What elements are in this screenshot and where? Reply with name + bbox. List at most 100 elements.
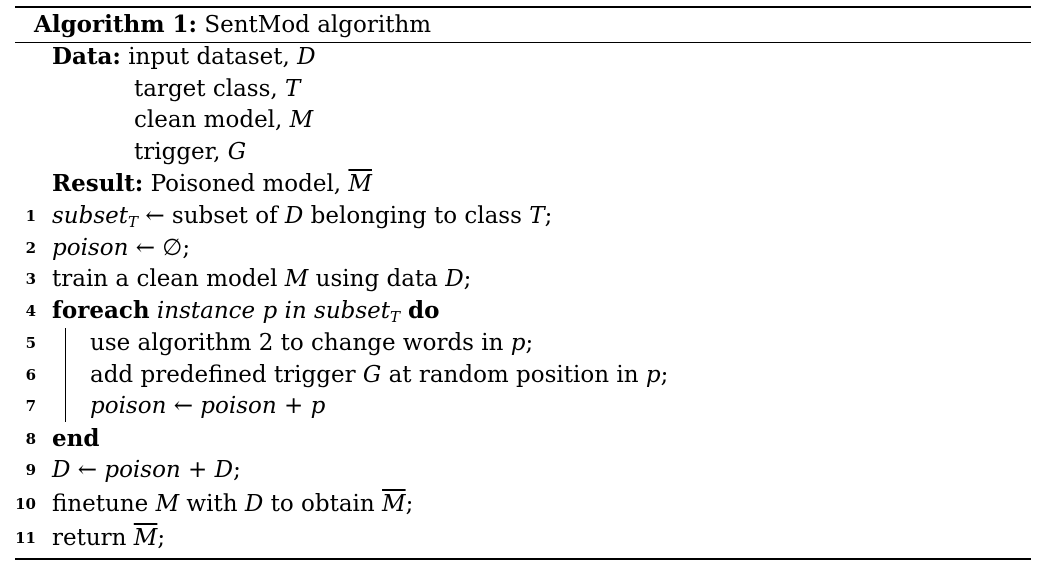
- line-number: 1: [25, 207, 36, 225]
- keyword-foreach: foreach: [52, 297, 150, 324]
- assign-arrow: ←: [70, 457, 105, 483]
- plus: +: [180, 457, 215, 483]
- algo-line-2: poison ← ∅;: [52, 234, 190, 262]
- assign-arrow: ←: [138, 203, 172, 229]
- algo-line-3: train a clean model M using data D;: [52, 265, 471, 293]
- text: ;: [525, 330, 534, 356]
- var: p: [310, 393, 326, 419]
- text: ;: [157, 525, 166, 551]
- subscript: T: [390, 308, 401, 326]
- data-item-text: trigger,: [134, 139, 228, 165]
- result-line: Result: Poisoned model, M: [52, 170, 372, 198]
- result-text: Poisoned model,: [150, 171, 349, 197]
- top-rule: [15, 6, 1031, 8]
- text: ;: [544, 203, 553, 229]
- var: D: [284, 203, 304, 229]
- text: at random position in: [381, 362, 646, 388]
- text: return: [52, 525, 134, 551]
- var-poison: poison: [200, 393, 277, 419]
- algo-line-4: foreach instance p in subsetT do: [52, 297, 439, 325]
- assign-arrow: ←: [166, 393, 201, 419]
- text: train a clean model: [52, 266, 285, 292]
- var-overline: M: [382, 491, 406, 517]
- line-number: 7: [25, 397, 36, 415]
- var: D: [244, 491, 264, 517]
- algorithm-box: Algorithm 1: SentMod algorithm Data: inp…: [15, 6, 1031, 561]
- text: ;: [463, 266, 472, 292]
- var: p: [510, 330, 526, 356]
- var-poison: poison: [104, 457, 181, 483]
- bottom-rule: [15, 558, 1031, 560]
- text: to obtain: [263, 491, 383, 517]
- algo-line-8: end: [52, 425, 99, 453]
- text: using data: [308, 266, 446, 292]
- block-bar: [65, 328, 66, 422]
- algo-line-5: use algorithm 2 to change words in p;: [90, 329, 533, 357]
- assign-arrow: ←: [128, 235, 163, 261]
- data-keyword: Data:: [52, 43, 121, 70]
- caption-label: Algorithm 1:: [34, 11, 198, 38]
- line-number: 4: [25, 302, 36, 320]
- data-item-text: clean model,: [134, 107, 290, 133]
- data-line-1: Data: input dataset, D: [52, 43, 316, 71]
- var: D: [52, 457, 71, 483]
- var: G: [362, 362, 382, 388]
- caption-title: SentMod algorithm: [204, 12, 432, 38]
- text: use algorithm 2 to change words in: [90, 330, 511, 356]
- line-number: 9: [25, 461, 36, 479]
- line-number: 2: [25, 239, 36, 257]
- empty-set: ∅;: [162, 235, 191, 261]
- text: instance: [149, 298, 263, 324]
- text: with: [179, 491, 245, 517]
- algo-line-6: add predefined trigger G at random posit…: [90, 361, 668, 389]
- algo-line-11: return M;: [52, 524, 165, 552]
- var: T: [529, 203, 545, 229]
- var: p: [262, 298, 278, 324]
- algo-line-7: poison ← poison + p: [90, 392, 325, 420]
- data-item-text: input dataset,: [128, 44, 298, 70]
- keyword-end: end: [52, 425, 100, 452]
- line-number: 8: [25, 430, 36, 448]
- algo-line-10: finetune M with D to obtain M;: [52, 490, 413, 518]
- text: ;: [405, 491, 414, 517]
- data-line-2: target class, T: [134, 75, 300, 103]
- data-item-var: G: [227, 139, 247, 165]
- var: p: [645, 362, 661, 388]
- line-number: 5: [25, 334, 36, 352]
- algo-line-9: D ← poison + D;: [52, 456, 241, 484]
- var: D: [445, 266, 464, 292]
- var-poison: poison: [52, 235, 129, 261]
- data-item-var: M: [289, 107, 314, 133]
- keyword-do: do: [400, 297, 440, 324]
- var: M: [155, 491, 180, 517]
- result-var: M: [348, 171, 372, 197]
- data-item-var: D: [297, 44, 316, 70]
- var-overline: M: [133, 525, 158, 551]
- line-number: 11: [15, 529, 36, 547]
- var-poison: poison: [90, 393, 167, 419]
- text: in: [277, 298, 315, 324]
- caption-rule: [15, 42, 1031, 43]
- line-number: 6: [25, 366, 36, 384]
- data-line-4: trigger, G: [134, 138, 246, 166]
- data-item-text: target class,: [134, 76, 286, 102]
- plus: +: [276, 393, 311, 419]
- line-number: 10: [15, 495, 36, 513]
- text: belonging to class: [303, 203, 530, 229]
- text: finetune: [52, 491, 156, 517]
- var: D: [214, 457, 234, 483]
- text: add predefined trigger: [90, 362, 363, 388]
- var-subset: subset: [314, 298, 391, 324]
- text: subset of: [171, 203, 285, 229]
- result-keyword: Result:: [52, 170, 144, 197]
- subscript: T: [128, 213, 139, 231]
- algorithm-caption: Algorithm 1: SentMod algorithm: [34, 11, 431, 39]
- text: ;: [660, 362, 669, 388]
- text: ;: [233, 457, 241, 483]
- data-item-var: T: [285, 76, 301, 102]
- var-subset: subset: [52, 203, 128, 229]
- algo-line-1: subsetT ← subset of D belonging to class…: [52, 202, 552, 230]
- data-line-3: clean model, M: [134, 106, 313, 134]
- var: M: [284, 266, 309, 292]
- line-number: 3: [25, 270, 36, 288]
